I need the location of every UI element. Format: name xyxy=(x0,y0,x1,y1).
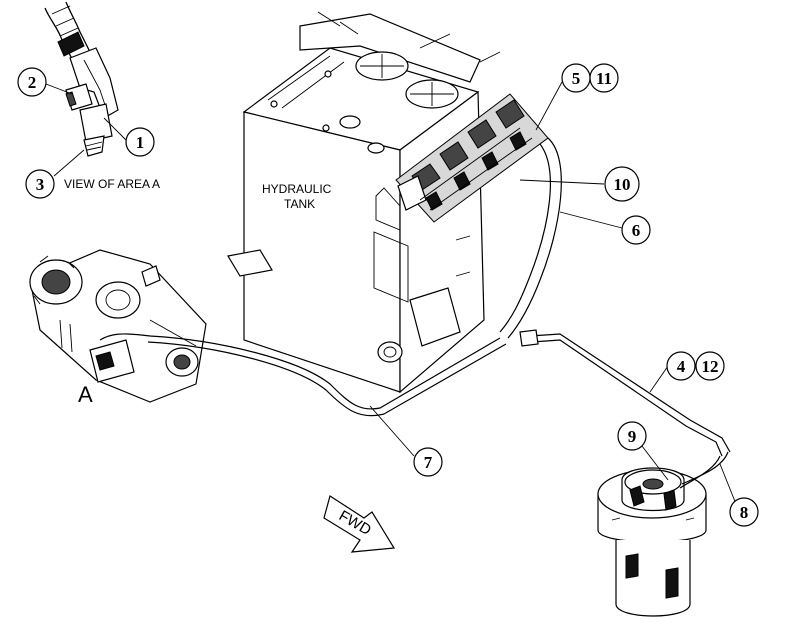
callout-12: 12 xyxy=(695,351,725,381)
hydraulic-pump-assembly xyxy=(29,249,207,403)
callout-8: 8 xyxy=(729,497,759,527)
callout-leaders xyxy=(45,81,737,505)
callout-4-number: 4 xyxy=(677,357,686,376)
area-a-detail-view xyxy=(44,1,119,157)
forward-arrow xyxy=(323,495,396,553)
area-a-label: A xyxy=(78,382,93,407)
callout-9: 9 xyxy=(617,421,647,451)
callout-2-number: 2 xyxy=(28,73,37,92)
tank-label-line1: HYDRAULIC xyxy=(262,182,332,196)
callout-7: 7 xyxy=(413,447,443,477)
callout-11: 11 xyxy=(589,63,619,93)
callout-10-number: 10 xyxy=(614,175,631,194)
callout-10: 10 xyxy=(604,166,640,202)
callout-5: 5 xyxy=(561,63,591,93)
tank-label-line2: TANK xyxy=(284,197,315,211)
callout-1-number: 1 xyxy=(136,133,145,152)
callout-6-number: 6 xyxy=(632,221,641,240)
callout-8-number: 8 xyxy=(740,503,749,522)
callout-3: 3 xyxy=(25,169,55,199)
hydraulic-lines xyxy=(99,137,731,489)
callout-5-number: 5 xyxy=(572,69,581,88)
control-valve-bank xyxy=(395,93,549,223)
callout-12-number: 12 xyxy=(702,357,719,376)
view-of-area-label: VIEW OF AREA A xyxy=(64,177,160,191)
callout-6: 6 xyxy=(621,215,651,245)
callout-7-number: 7 xyxy=(424,453,433,472)
callout-2: 2 xyxy=(17,67,47,97)
callout-11-number: 11 xyxy=(596,69,612,88)
callout-1: 1 xyxy=(125,127,155,157)
hydraulic-swivel xyxy=(597,467,707,617)
callout-3-number: 3 xyxy=(36,175,45,194)
callout-9-number: 9 xyxy=(628,427,637,446)
callout-4: 4 xyxy=(666,351,696,381)
